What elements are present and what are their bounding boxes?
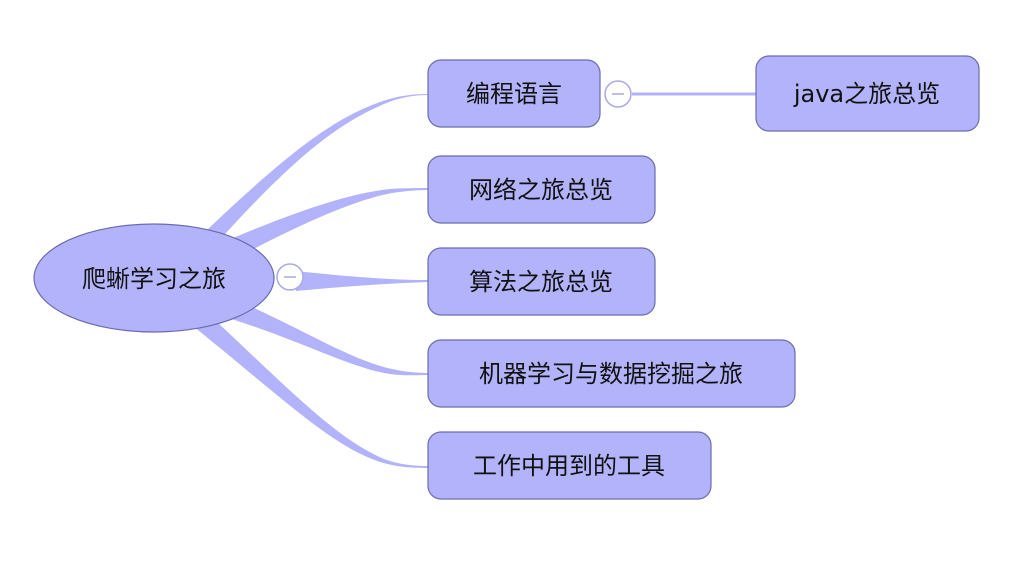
branch-node-shape <box>427 431 712 500</box>
branch-node-label: 编程语言 <box>466 80 562 108</box>
branch-node-shape <box>427 59 601 128</box>
child-node-shape <box>755 55 980 132</box>
branch-node-algorithms[interactable]: 算法之旅总览 <box>427 247 656 316</box>
root-collapse-toggle[interactable] <box>276 263 304 291</box>
branch-node-tools[interactable]: 工作中用到的工具 <box>427 431 712 500</box>
branch-node-label: 机器学习与数据挖掘之旅 <box>479 360 743 388</box>
programming-languages-collapse-toggle[interactable] <box>604 80 632 108</box>
child-node-label: java之旅总览 <box>793 80 940 108</box>
branch-node-programming-languages[interactable]: 编程语言 <box>427 59 601 128</box>
root-node-shape <box>33 223 275 333</box>
branch-node-shape <box>427 247 656 316</box>
root-node-label: 爬蜥学习之旅 <box>82 265 226 293</box>
branch-node-shape <box>427 339 796 408</box>
branch-node-network[interactable]: 网络之旅总览 <box>427 155 656 224</box>
child-node-java[interactable]: java之旅总览 <box>755 55 980 132</box>
connector-root-to-tools <box>188 306 430 468</box>
branch-node-label: 网络之旅总览 <box>469 176 613 204</box>
branch-node-shape <box>427 155 656 224</box>
branch-node-machine-learning[interactable]: 机器学习与数据挖掘之旅 <box>427 339 796 408</box>
branch-node-label: 工作中用到的工具 <box>473 452 665 480</box>
branch-node-label: 算法之旅总览 <box>469 268 613 296</box>
connector-root-to-algorithms <box>296 271 430 291</box>
root-node[interactable]: 爬蜥学习之旅 <box>33 223 275 333</box>
